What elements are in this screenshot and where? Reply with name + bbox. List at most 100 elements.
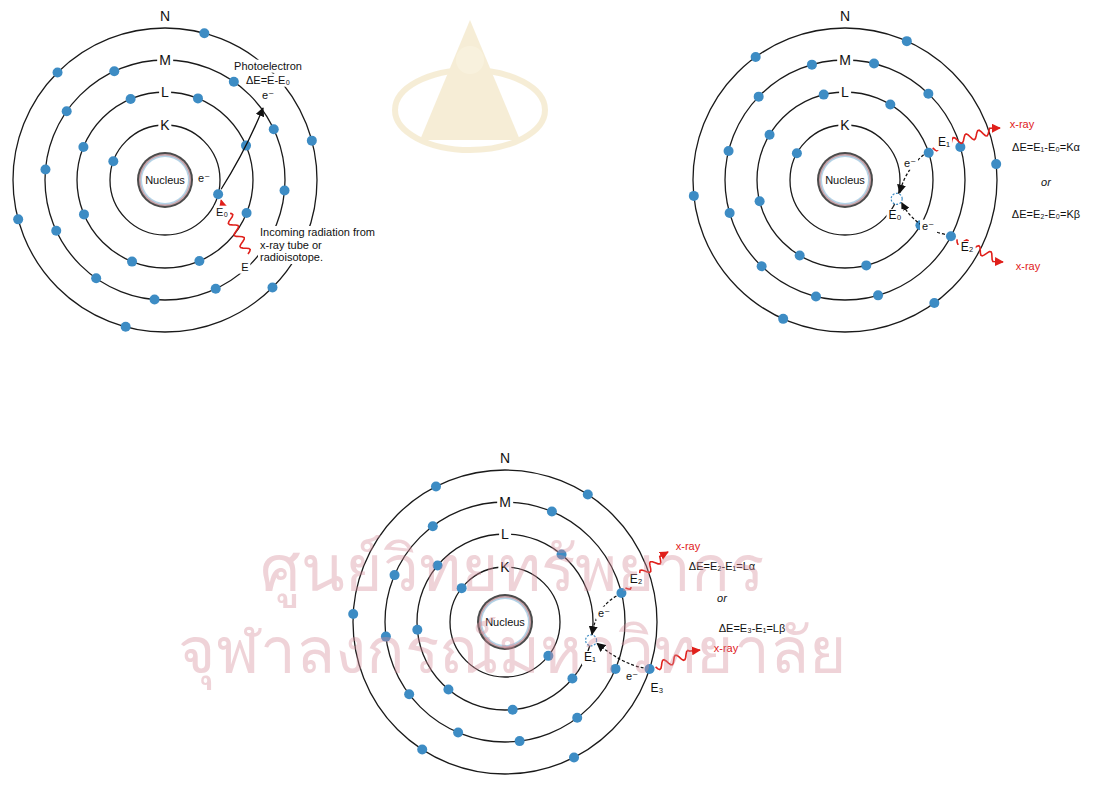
atom xyxy=(13,28,317,332)
electron-dot xyxy=(929,298,939,308)
diagram-label: e⁻ xyxy=(920,220,936,233)
diagram-label: E₂ xyxy=(959,241,976,255)
x-ray-label: x-ray xyxy=(1014,260,1042,273)
atom xyxy=(689,28,1001,332)
electron-dot xyxy=(53,68,63,78)
electron-dot xyxy=(819,90,829,100)
electron-dot xyxy=(267,282,277,292)
electron-dot xyxy=(515,736,525,746)
transition-arrow xyxy=(900,155,924,193)
electron-dot xyxy=(807,60,817,70)
electron-dot xyxy=(757,261,767,271)
electron-dot xyxy=(689,191,699,201)
diagram-label: ΔE=E₂-E₀=Kβ xyxy=(1010,208,1082,221)
diagram-label: M xyxy=(157,52,173,68)
electron-shell xyxy=(45,60,285,300)
nucleus-ring xyxy=(819,154,871,206)
note-text: Incoming radiation from x-ray tube or ra… xyxy=(258,226,380,264)
electron-dot xyxy=(108,156,118,166)
electron-shell xyxy=(13,28,317,332)
diagram-label: N xyxy=(838,8,852,24)
diagram-label: M xyxy=(837,52,853,68)
diagram-label: K xyxy=(838,117,851,133)
electron-dot xyxy=(194,256,204,266)
electron-dot xyxy=(40,165,50,175)
diagram-label: ΔE=E₁-E₀=Kα xyxy=(1010,141,1082,154)
diagram-label: N xyxy=(158,8,172,24)
electron-dot xyxy=(269,124,279,134)
electron-dot xyxy=(431,482,441,492)
nucleus-label: Nucleus xyxy=(145,174,185,186)
electron-dot xyxy=(13,214,23,224)
electron-dot xyxy=(946,231,956,241)
diagram-label: E₀ xyxy=(887,209,904,223)
nucleus: Nucleus xyxy=(137,152,193,208)
nucleus-ring xyxy=(137,152,193,208)
electron-dot xyxy=(508,705,518,715)
x-ray-emission xyxy=(933,128,1000,151)
electron-dot xyxy=(755,196,765,206)
diagram-label: e⁻ xyxy=(260,89,276,102)
electron-dot xyxy=(91,273,101,283)
electron-shell xyxy=(693,28,997,332)
electron-dot xyxy=(78,142,88,152)
electron-shell xyxy=(110,125,220,235)
electron-dot xyxy=(242,208,252,218)
nucleus-label: Nucleus xyxy=(825,174,865,186)
electron-dot xyxy=(811,291,821,301)
electron-dot xyxy=(404,689,414,699)
electron-dot xyxy=(193,93,203,103)
electron-dot xyxy=(572,713,582,723)
diagram-label: E₁ xyxy=(936,136,952,150)
diagram-label: e⁻ xyxy=(902,157,918,170)
nucleus-ring xyxy=(817,152,873,208)
electron-dot xyxy=(307,136,317,146)
electron-dot xyxy=(924,148,934,158)
electron-dot xyxy=(213,189,223,199)
electron-dot xyxy=(62,106,72,116)
diagram-label: M xyxy=(497,494,513,510)
electron-dot xyxy=(923,89,933,99)
electron-dot xyxy=(569,752,579,762)
electron-shell xyxy=(757,92,933,268)
electron-dot xyxy=(280,185,290,195)
electron-dot xyxy=(417,744,427,754)
diagram-label: E xyxy=(239,261,250,274)
electron-dot xyxy=(453,727,463,737)
electron-dot xyxy=(51,226,61,236)
electron-dot xyxy=(869,59,879,69)
nucleus-ring xyxy=(139,154,191,206)
electron-dot xyxy=(229,77,239,87)
nucleus-ring xyxy=(142,157,188,203)
electron-shell xyxy=(790,125,900,235)
diagram-label: L xyxy=(839,84,851,100)
electron-dot xyxy=(126,94,136,104)
diagram-label: ΔE=E-E₀ xyxy=(244,74,292,87)
nucleus-ring xyxy=(821,156,870,205)
watermark-text: จุฬาลงกรณ์มหาวิทยาลัย xyxy=(178,615,847,689)
electron-dot xyxy=(428,521,438,531)
electron-dot xyxy=(795,250,805,260)
electron-dot xyxy=(583,490,593,500)
electron-dot xyxy=(199,28,209,38)
electron-dot xyxy=(873,290,883,300)
transition-arrow xyxy=(902,203,945,235)
diagram-label: K xyxy=(158,117,171,133)
nucleus: Nucleus xyxy=(817,152,873,208)
diagram-label: or xyxy=(1039,176,1053,189)
x-ray-label: x-ray xyxy=(1008,118,1036,131)
nucleus-ring xyxy=(822,157,868,203)
diagram-label: E₀ xyxy=(214,206,230,219)
electron-dot xyxy=(902,36,912,46)
electron-dot xyxy=(751,52,761,62)
electron-dot xyxy=(885,100,895,110)
electron-dot xyxy=(121,322,131,332)
watermark-seal xyxy=(395,20,545,150)
electron-vacancy xyxy=(891,193,902,204)
diagram-label: Photoelectron xyxy=(232,60,304,73)
electron-dot xyxy=(724,146,734,156)
x-ray-emission xyxy=(957,239,1003,262)
electron-dot xyxy=(211,284,221,294)
electron-dot xyxy=(861,260,871,270)
electron-dot xyxy=(150,295,160,305)
